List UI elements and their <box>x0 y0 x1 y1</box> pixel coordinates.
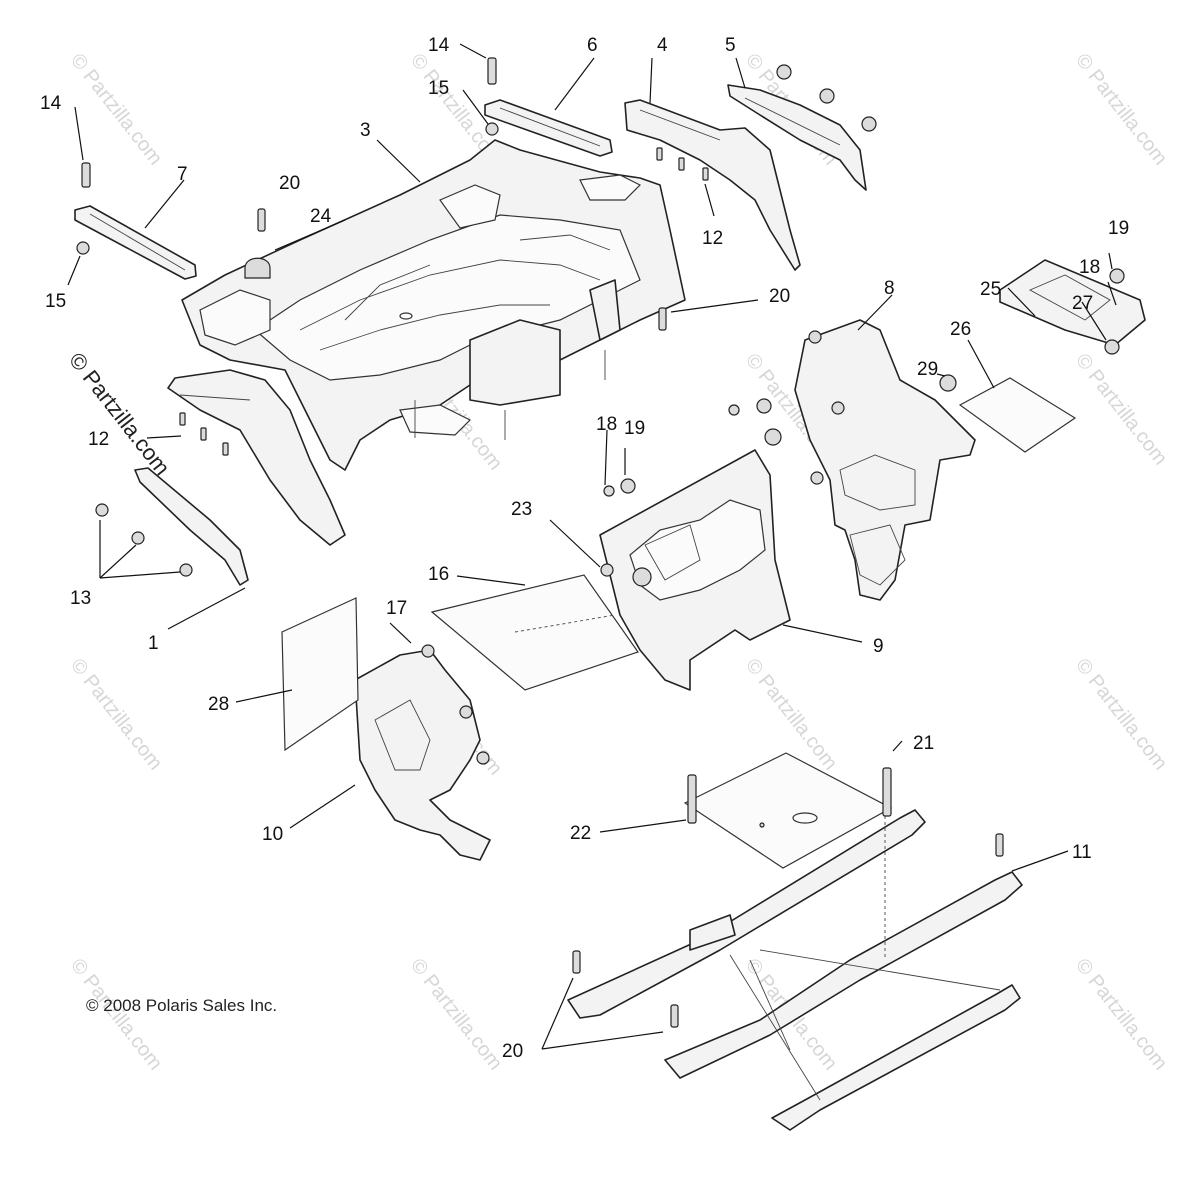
fasteners <box>76 57 1125 1028</box>
callout-7: 7 <box>177 164 188 185</box>
callout-15: 15 <box>45 291 66 312</box>
callout-18: 18 <box>596 414 617 435</box>
watermark-prominent: © Partzilla.com <box>64 348 175 480</box>
callout-18: 18 <box>1079 257 1100 278</box>
frame-part-11 <box>567 809 1023 1131</box>
storage-bin-part-10 <box>354 649 491 861</box>
callout-1: 1 <box>148 633 159 654</box>
callout-16: 16 <box>428 564 449 585</box>
mat-part-16 <box>430 574 639 691</box>
callout-5: 5 <box>725 35 736 56</box>
watermark: © Partzilla.com <box>1071 350 1171 470</box>
callout-10: 10 <box>262 824 283 845</box>
callout-3: 3 <box>360 120 371 141</box>
lid-part-25 <box>999 259 1146 346</box>
callout-12: 12 <box>702 228 723 249</box>
callout-8: 8 <box>884 278 895 299</box>
callouts: 1 3 4 5 6 7 8 9 10 11 12 12 13 14 14 15 … <box>40 35 1129 1062</box>
callout-9: 9 <box>873 636 884 657</box>
fender-part-5 <box>727 84 867 191</box>
callout-14: 14 <box>40 93 62 114</box>
callout-20: 20 <box>502 1041 523 1062</box>
callout-29: 29 <box>917 359 938 380</box>
cargo-box-part <box>181 139 686 471</box>
callout-24: 24 <box>310 206 332 227</box>
callout-26: 26 <box>950 319 971 340</box>
watermark: © Partzilla.com <box>1071 50 1171 170</box>
callout-11: 11 <box>1072 842 1092 863</box>
callout-17: 17 <box>386 598 407 619</box>
callout-22: 22 <box>570 823 591 844</box>
liner-part-28 <box>281 597 359 752</box>
fender-strip-part-1 <box>134 467 249 586</box>
watermark: © Partzilla.com <box>1071 955 1171 1075</box>
callout-13: 13 <box>70 588 91 609</box>
watermark: © Partzilla.com <box>406 955 506 1075</box>
callout-28: 28 <box>208 694 229 715</box>
copyright-text: © 2008 Polaris Sales Inc. <box>86 996 277 1015</box>
callout-15: 15 <box>428 78 449 99</box>
front-panel-part-9 <box>599 449 791 691</box>
storage-bin-part-8 <box>794 319 976 601</box>
leader-lines <box>67 43 1117 1050</box>
rail-part-6 <box>484 99 613 157</box>
callout-12: 12 <box>88 429 109 450</box>
watermark: © Partzilla.com <box>1071 655 1171 775</box>
callout-19: 19 <box>1108 218 1129 239</box>
rail-part-7 <box>74 205 197 280</box>
callout-20: 20 <box>279 173 300 194</box>
mat-dashed-guide <box>514 614 616 633</box>
callout-25: 25 <box>980 279 1001 300</box>
callout-21: 21 <box>913 733 934 754</box>
callout-20: 20 <box>769 286 790 307</box>
callout-23: 23 <box>511 499 532 520</box>
side-panel-left <box>167 369 346 546</box>
callout-4: 4 <box>657 35 668 56</box>
watermark: © Partzilla.com <box>66 655 166 775</box>
callout-6: 6 <box>587 35 598 56</box>
callout-27: 27 <box>1072 293 1093 314</box>
callout-19: 19 <box>624 418 645 439</box>
seal-part-26 <box>958 377 1077 453</box>
callout-14: 14 <box>428 35 450 56</box>
side-panel-part-4 <box>624 99 801 271</box>
